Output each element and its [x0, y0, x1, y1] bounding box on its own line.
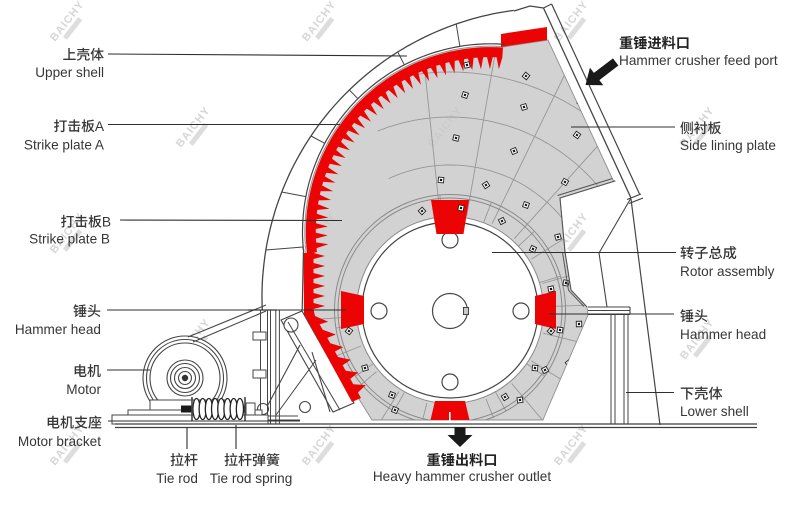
- svg-text:A: A: [95, 119, 105, 134]
- svg-text:Lower shell: Lower shell: [680, 404, 749, 419]
- svg-text:Rotor assembly: Rotor assembly: [680, 264, 775, 279]
- svg-text:Hammer head: Hammer head: [15, 322, 101, 337]
- svg-text:Motor bracket: Motor bracket: [18, 434, 101, 449]
- svg-text:B: B: [102, 215, 111, 230]
- svg-text:Heavy hammer crusher outlet: Heavy hammer crusher outlet: [373, 469, 552, 484]
- svg-text:Tie rod: Tie rod: [156, 471, 198, 486]
- svg-text:Strike plate B: Strike plate B: [29, 232, 110, 247]
- svg-text:Strike plate A: Strike plate A: [24, 138, 105, 153]
- svg-text:Hammer crusher feed port: Hammer crusher feed port: [619, 53, 778, 68]
- svg-text:Hammer head: Hammer head: [680, 327, 766, 342]
- svg-text:Upper shell: Upper shell: [35, 65, 104, 80]
- svg-text:Motor: Motor: [66, 382, 101, 397]
- svg-text:Side lining plate: Side lining plate: [680, 138, 776, 153]
- svg-text:Tie rod spring: Tie rod spring: [210, 471, 293, 486]
